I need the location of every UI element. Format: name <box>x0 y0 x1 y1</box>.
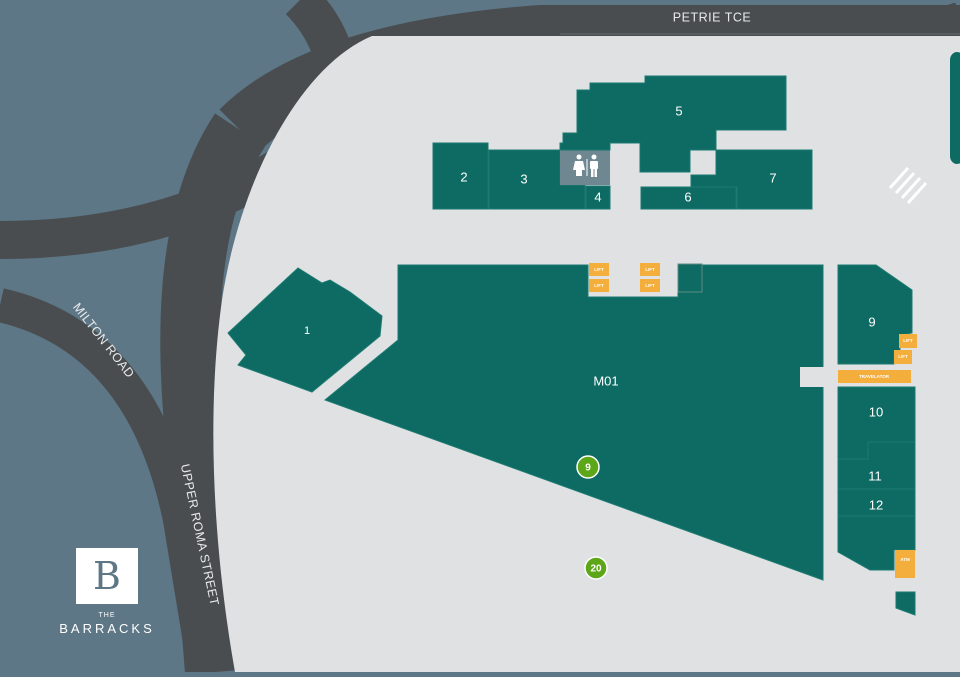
unit-7[interactable] <box>690 149 813 210</box>
unit-1-label: 1 <box>304 325 310 337</box>
unit-m01-label: M01 <box>593 373 618 388</box>
east-strip <box>800 264 916 616</box>
lift-icon[interactable] <box>899 334 917 348</box>
travelator-label: TRAVELATOR <box>859 374 890 379</box>
unit-2[interactable] <box>432 142 489 210</box>
lift-icon[interactable] <box>589 263 609 276</box>
atm-label: ATM <box>900 557 910 562</box>
unit-2-label: 2 <box>460 169 467 184</box>
lift-label: LIFT <box>903 338 913 343</box>
north-buildings <box>432 75 813 210</box>
marker-20[interactable] <box>584 556 608 580</box>
unit-7-label: 7 <box>769 170 776 185</box>
unit-1[interactable] <box>227 267 383 393</box>
east-island <box>912 44 960 190</box>
logo-name: BARRACKS <box>59 621 155 636</box>
logo-mark: B <box>76 548 138 604</box>
unit-kiosk[interactable] <box>895 591 916 616</box>
travelator-icon[interactable] <box>838 370 911 383</box>
unit-12-label: 12 <box>869 497 883 512</box>
unit-labels: 1 2 3 4 5 6 7 M01 9 10 11 12 <box>304 103 883 512</box>
unit-south-east[interactable] <box>837 515 916 571</box>
road-upper-roma <box>160 113 266 675</box>
east-building <box>950 52 960 164</box>
lift-label: LIFT <box>898 354 908 359</box>
lift-label: LIFT <box>594 267 604 272</box>
map-markers: 9 20 <box>576 455 608 580</box>
unit-5[interactable] <box>559 75 787 173</box>
lift-icon[interactable] <box>894 350 912 364</box>
atm-icon[interactable] <box>895 550 915 578</box>
walkway-gap <box>800 367 838 387</box>
lift-label: LIFT <box>645 267 655 272</box>
logo-letter: B <box>93 554 121 598</box>
unit-10-label: 10 <box>869 404 883 419</box>
unit-9-label: 9 <box>868 314 875 329</box>
the-barracks-logo: B THE BARRACKS <box>44 548 170 636</box>
m01-annex <box>677 263 703 293</box>
unit-3-label: 3 <box>520 171 527 186</box>
lift-icon[interactable] <box>589 279 609 292</box>
unit-5-label: 5 <box>675 103 682 118</box>
marker-9-label: 9 <box>585 463 591 474</box>
pedestrian-crossing <box>888 166 928 205</box>
lift-icon[interactable] <box>640 279 660 292</box>
unit-m01[interactable] <box>324 264 824 581</box>
unit-6-label: 6 <box>684 189 691 204</box>
logo-the: THE <box>98 612 116 619</box>
amenities: LIFT LIFT LIFT LIFT LIFT LIFT TRAVELATOR… <box>589 263 917 578</box>
marker-20-label: 20 <box>590 564 602 575</box>
unit-4-label: 4 <box>594 189 601 204</box>
toilets-icon <box>573 154 598 177</box>
unit-4[interactable] <box>585 185 611 210</box>
street-label-petrie-tce: PETRIE TCE <box>673 10 751 24</box>
lift-label: LIFT <box>594 283 604 288</box>
lift-icon[interactable] <box>640 263 660 276</box>
marker-9[interactable] <box>576 455 600 479</box>
unit-11-label: 11 <box>868 468 882 483</box>
lift-label: LIFT <box>645 283 655 288</box>
